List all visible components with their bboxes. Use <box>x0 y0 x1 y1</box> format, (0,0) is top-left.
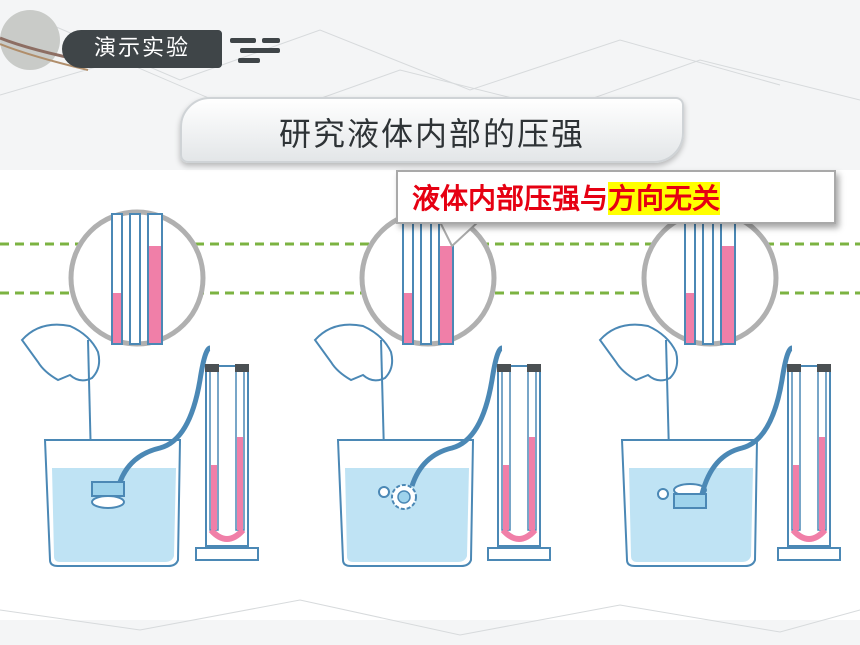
conclusion-callout: 液体内部压强与方向无关 <box>396 170 836 224</box>
manometer-3 <box>777 364 841 561</box>
callout-highlight: 方向无关 <box>608 182 721 215</box>
magnifier-2 <box>359 209 497 347</box>
page-title: 研究液体内部的压强 <box>278 115 585 153</box>
manometer-1 <box>195 364 259 561</box>
probe-head-3 <box>657 483 707 509</box>
manometer-2 <box>487 364 551 561</box>
magnifier-1 <box>68 209 206 347</box>
title-banner: 研究液体内部的压强 <box>180 97 684 163</box>
section-tag: 演示实验 <box>62 30 222 68</box>
probe-head-2 <box>378 484 417 510</box>
magnifier-3 <box>641 209 779 347</box>
tube-2 <box>409 345 503 487</box>
hand-3 <box>598 323 679 382</box>
tube-1 <box>117 345 211 483</box>
probe-head-1 <box>91 481 125 509</box>
experiment-1 <box>20 209 259 567</box>
experiment-2 <box>313 209 551 567</box>
tag-dashes <box>230 38 280 63</box>
hand-2 <box>313 323 394 382</box>
hand-1 <box>20 323 101 382</box>
tube-3 <box>699 345 793 495</box>
callout-prefix: 液体内部压强与 <box>412 182 609 215</box>
experiment-3 <box>598 209 841 567</box>
